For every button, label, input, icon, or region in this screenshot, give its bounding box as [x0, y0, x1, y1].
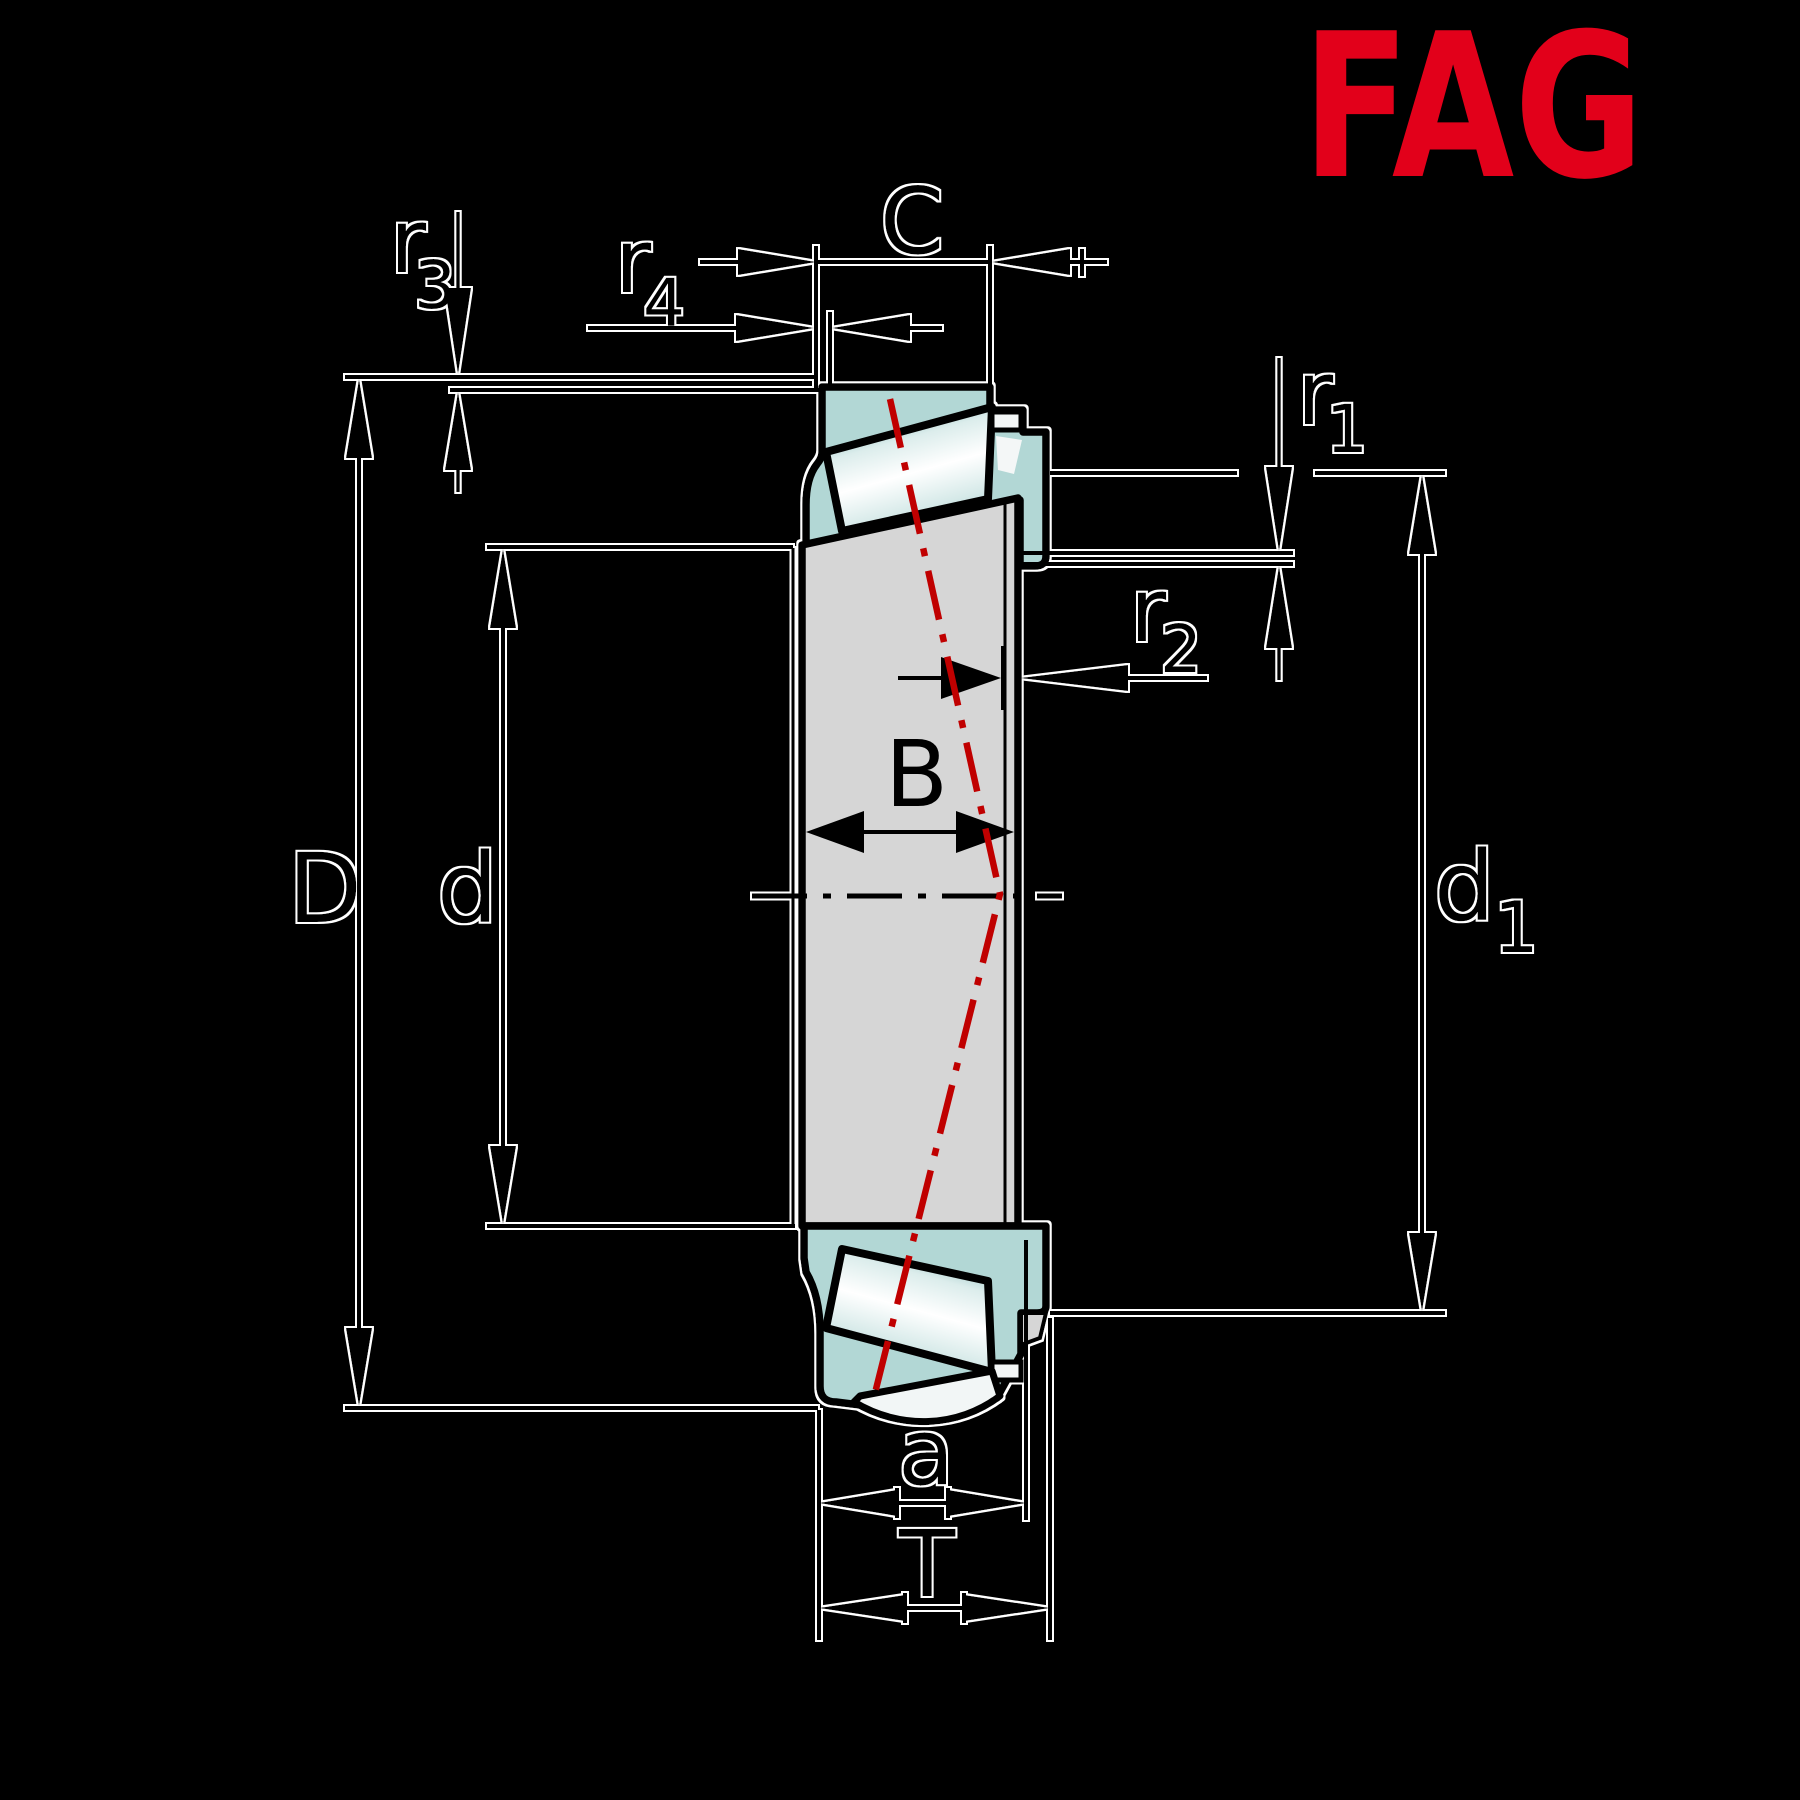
bearing-section [791, 383, 1050, 1426]
label-d: d [437, 833, 498, 945]
dim-d [487, 545, 795, 1228]
dim-C [700, 246, 1107, 400]
dim-d1 [1050, 471, 1445, 1315]
dimension-lines [345, 212, 1445, 1640]
label-a: a [898, 1399, 954, 1506]
dimension-labels: C r3 r4 r1 r2 B D d d1 a T [288, 168, 1539, 1618]
label-d1: d1 [1434, 831, 1539, 969]
outer-ring-bottom [850, 1367, 1004, 1426]
label-r3: r3 [390, 190, 456, 324]
dim-r1 [1022, 358, 1293, 680]
fag-logo: FAG [1302, 0, 1644, 224]
dim-D [345, 379, 818, 1410]
label-r2: r2 [1130, 559, 1202, 688]
cage-tab-top [989, 409, 1024, 433]
inner-ring-section [798, 494, 1022, 1230]
roller-top-end-face [996, 436, 1022, 474]
dim-a [817, 1240, 1028, 1640]
label-T: T [898, 1511, 956, 1618]
label-C: C [880, 168, 944, 275]
dim-r4 [588, 312, 942, 388]
label-r1: r1 [1297, 342, 1368, 468]
label-D: D [288, 833, 362, 945]
dim-r3 [445, 212, 471, 492]
dim-T [819, 1318, 1052, 1640]
pressure-line [869, 398, 1004, 1402]
roller-top [822, 403, 996, 535]
label-B: B [885, 721, 948, 828]
label-r4: r4 [615, 210, 685, 342]
